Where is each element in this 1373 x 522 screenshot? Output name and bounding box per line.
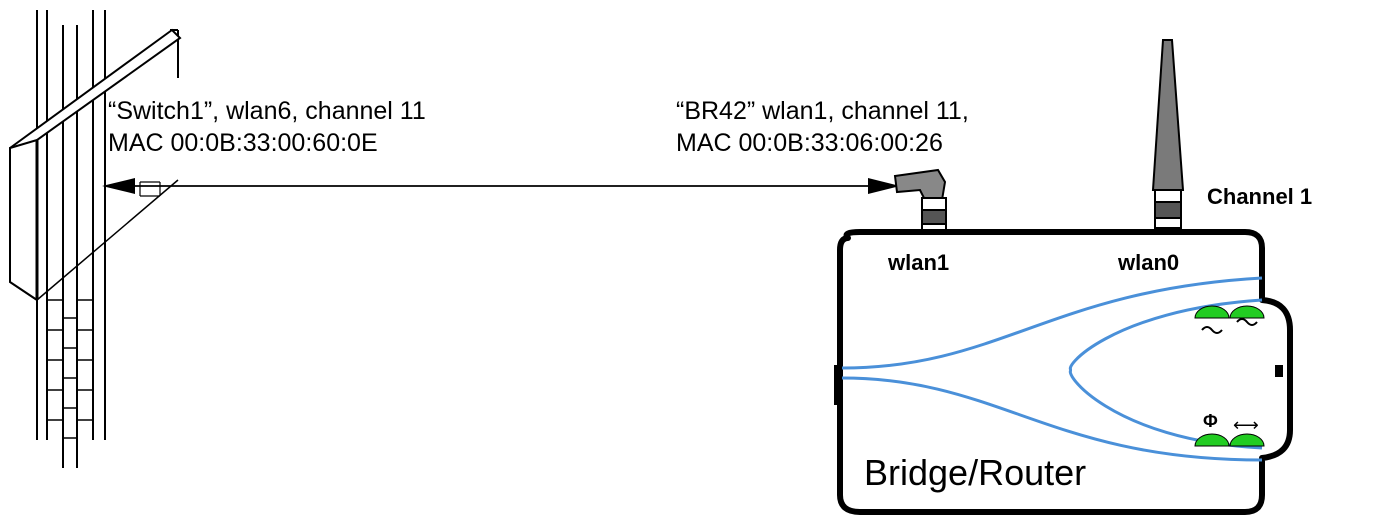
- switch-label-line1: “Switch1”, wlan6, channel 11: [108, 97, 426, 125]
- wlan1-antenna-connector: [893, 168, 947, 235]
- router-port-wlan0: wlan0: [1118, 250, 1180, 275]
- wireless-link-arrow: [102, 178, 900, 194]
- router-arrow-symbol: ⟷: [1233, 415, 1259, 435]
- router-name: Bridge/Router: [864, 452, 1087, 493]
- br-label-line2: MAC 00:0B:33:06:00:26: [676, 129, 943, 157]
- wlan0-antenna: [1151, 39, 1185, 229]
- channel-label: Channel 1: [1207, 184, 1313, 209]
- router-phi-symbol: Φ: [1203, 411, 1218, 431]
- internal-links: [841, 276, 1263, 462]
- router-body: [834, 229, 1293, 515]
- br-label-line1: “BR42” wlan1, channel 11,: [676, 97, 969, 125]
- panel-antenna: [9, 28, 182, 302]
- router-port-wlan1: wlan1: [888, 250, 950, 275]
- switch-label-line2: MAC 00:0B:33:00:60:0E: [108, 129, 378, 157]
- status-leds: [1194, 305, 1265, 447]
